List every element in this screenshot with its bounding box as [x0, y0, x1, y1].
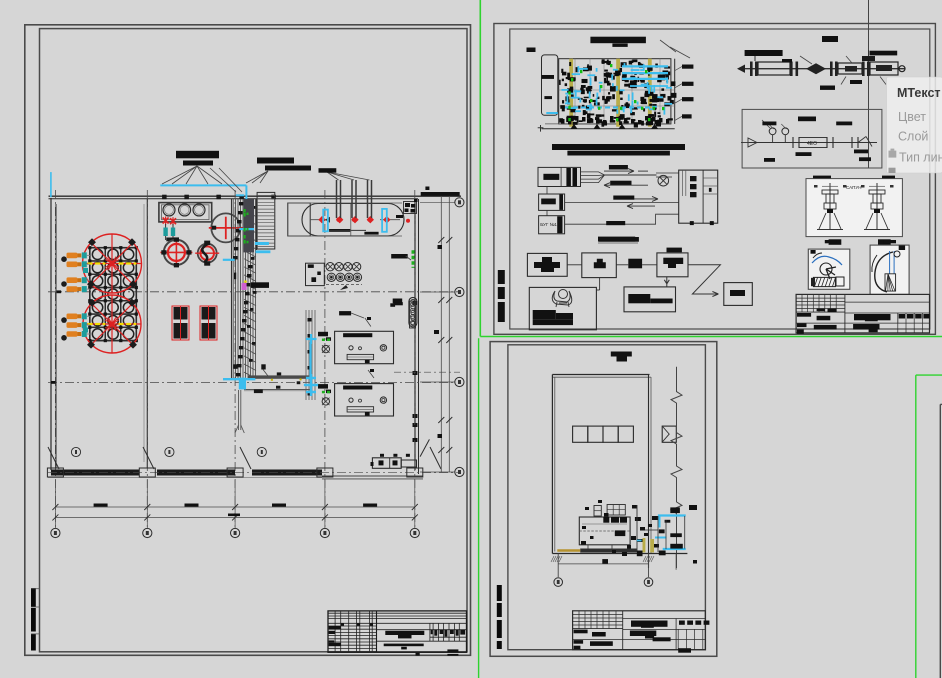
svg-text:Слой: Слой — [898, 130, 928, 144]
svg-text:БУГ №1: БУГ №1 — [540, 222, 557, 227]
svg-text:САПУН: САПУН — [846, 185, 861, 190]
svg-text:Цвет: Цвет — [898, 110, 926, 124]
svg-text:Тип лин: Тип лин — [899, 151, 942, 165]
svg-text:МТекст: МТекст — [897, 86, 941, 100]
svg-text:4ЕО: 4ЕО — [807, 141, 817, 147]
